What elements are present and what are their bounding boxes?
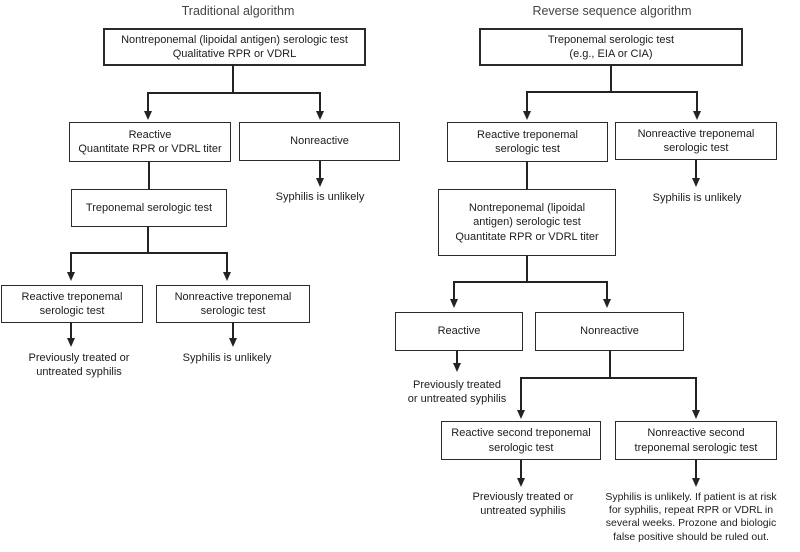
node-reactive-second-treponemal: Reactive second treponemal serologic tes…: [441, 421, 601, 460]
flow-line: [526, 161, 528, 190]
flow-line: [148, 161, 150, 190]
flow-line: [606, 281, 608, 300]
arrowhead-down: [229, 338, 237, 347]
flow-line: [319, 92, 321, 112]
flow-line: [147, 92, 321, 94]
flow-line: [226, 252, 228, 273]
flow-line: [453, 281, 608, 283]
flow-line: [526, 255, 528, 283]
outcome-syphilis-unlikely: Syphilis is unlikely: [652, 192, 742, 204]
flow-line: [610, 65, 612, 93]
flow-line: [319, 161, 321, 179]
arrowhead-down: [453, 363, 461, 372]
traditional-algorithm-title: Traditional algorithm: [181, 4, 295, 18]
arrowhead-down: [603, 299, 611, 308]
arrowhead-down: [450, 299, 458, 308]
arrowhead-down: [67, 272, 75, 281]
outcome-syphilis-unlikely: Syphilis is unlikely: [275, 191, 365, 203]
flow-line: [70, 252, 72, 273]
flow-line: [70, 322, 72, 339]
arrowhead-down: [693, 111, 701, 120]
flow-line: [147, 226, 149, 254]
reverse-sequence-algorithm-title: Reverse sequence algorithm: [532, 4, 692, 18]
flow-line: [520, 459, 522, 479]
flow-line: [232, 65, 234, 94]
flow-line: [520, 377, 522, 411]
flow-line: [147, 92, 149, 112]
arrowhead-down: [692, 178, 700, 187]
node-nontreponemal-qualitative: Nontreponemal (lipoidal antigen) serolog…: [103, 28, 366, 66]
node-reactive-quantitate: Reactive Quantitate RPR or VDRL titer: [69, 122, 231, 162]
flow-line: [520, 377, 697, 379]
flow-line: [696, 91, 698, 112]
node-treponemal-test: Treponemal serologic test: [71, 189, 227, 227]
flow-line: [695, 160, 697, 179]
node-reactive: Reactive: [395, 312, 523, 351]
arrowhead-down: [316, 111, 324, 120]
arrowhead-down: [523, 111, 531, 120]
flow-line: [526, 91, 528, 112]
arrowhead-down: [517, 478, 525, 487]
outcome-previously-treated: Previously treated or untreated syphilis: [472, 491, 574, 517]
node-reactive-treponemal: Reactive treponemal serologic test: [1, 285, 143, 323]
outcome-previously-treated: Previously treated or untreated syphilis: [28, 352, 130, 378]
flow-line: [453, 281, 455, 300]
node-nontreponemal-quantitate: Nontreponemal (lipoidal antigen) serolog…: [438, 189, 616, 256]
node-nonreactive: Nonreactive: [535, 312, 684, 351]
arrowhead-down: [144, 111, 152, 120]
arrowhead-down: [223, 272, 231, 281]
node-reactive-treponemal: Reactive treponemal serologic test: [447, 122, 608, 162]
arrowhead-down: [692, 410, 700, 419]
outcome-syphilis-unlikely-detail: Syphilis is unlikely. If patient is at r…: [605, 491, 777, 543]
flow-line: [609, 350, 611, 379]
outcome-previously-treated: Previously treated or untreated syphilis: [407, 379, 507, 405]
node-treponemal-eia-cia: Treponemal serologic test (e.g., EIA or …: [479, 28, 743, 66]
node-nonreactive-treponemal: Nonreactive treponemal serologic test: [156, 285, 310, 323]
node-nonreactive-second-treponemal: Nonreactive second treponemal serologic …: [615, 421, 777, 460]
outcome-syphilis-unlikely: Syphilis is unlikely: [182, 352, 272, 364]
flow-line: [456, 350, 458, 364]
flow-line: [695, 377, 697, 411]
flow-line: [695, 459, 697, 479]
flow-line: [70, 252, 228, 254]
arrowhead-down: [67, 338, 75, 347]
node-nonreactive: Nonreactive: [239, 122, 400, 161]
arrowhead-down: [692, 478, 700, 487]
node-nonreactive-treponemal: Nonreactive treponemal serologic test: [615, 122, 777, 160]
arrowhead-down: [517, 410, 525, 419]
flow-line: [526, 91, 698, 93]
arrowhead-down: [316, 178, 324, 187]
flow-line: [232, 322, 234, 339]
